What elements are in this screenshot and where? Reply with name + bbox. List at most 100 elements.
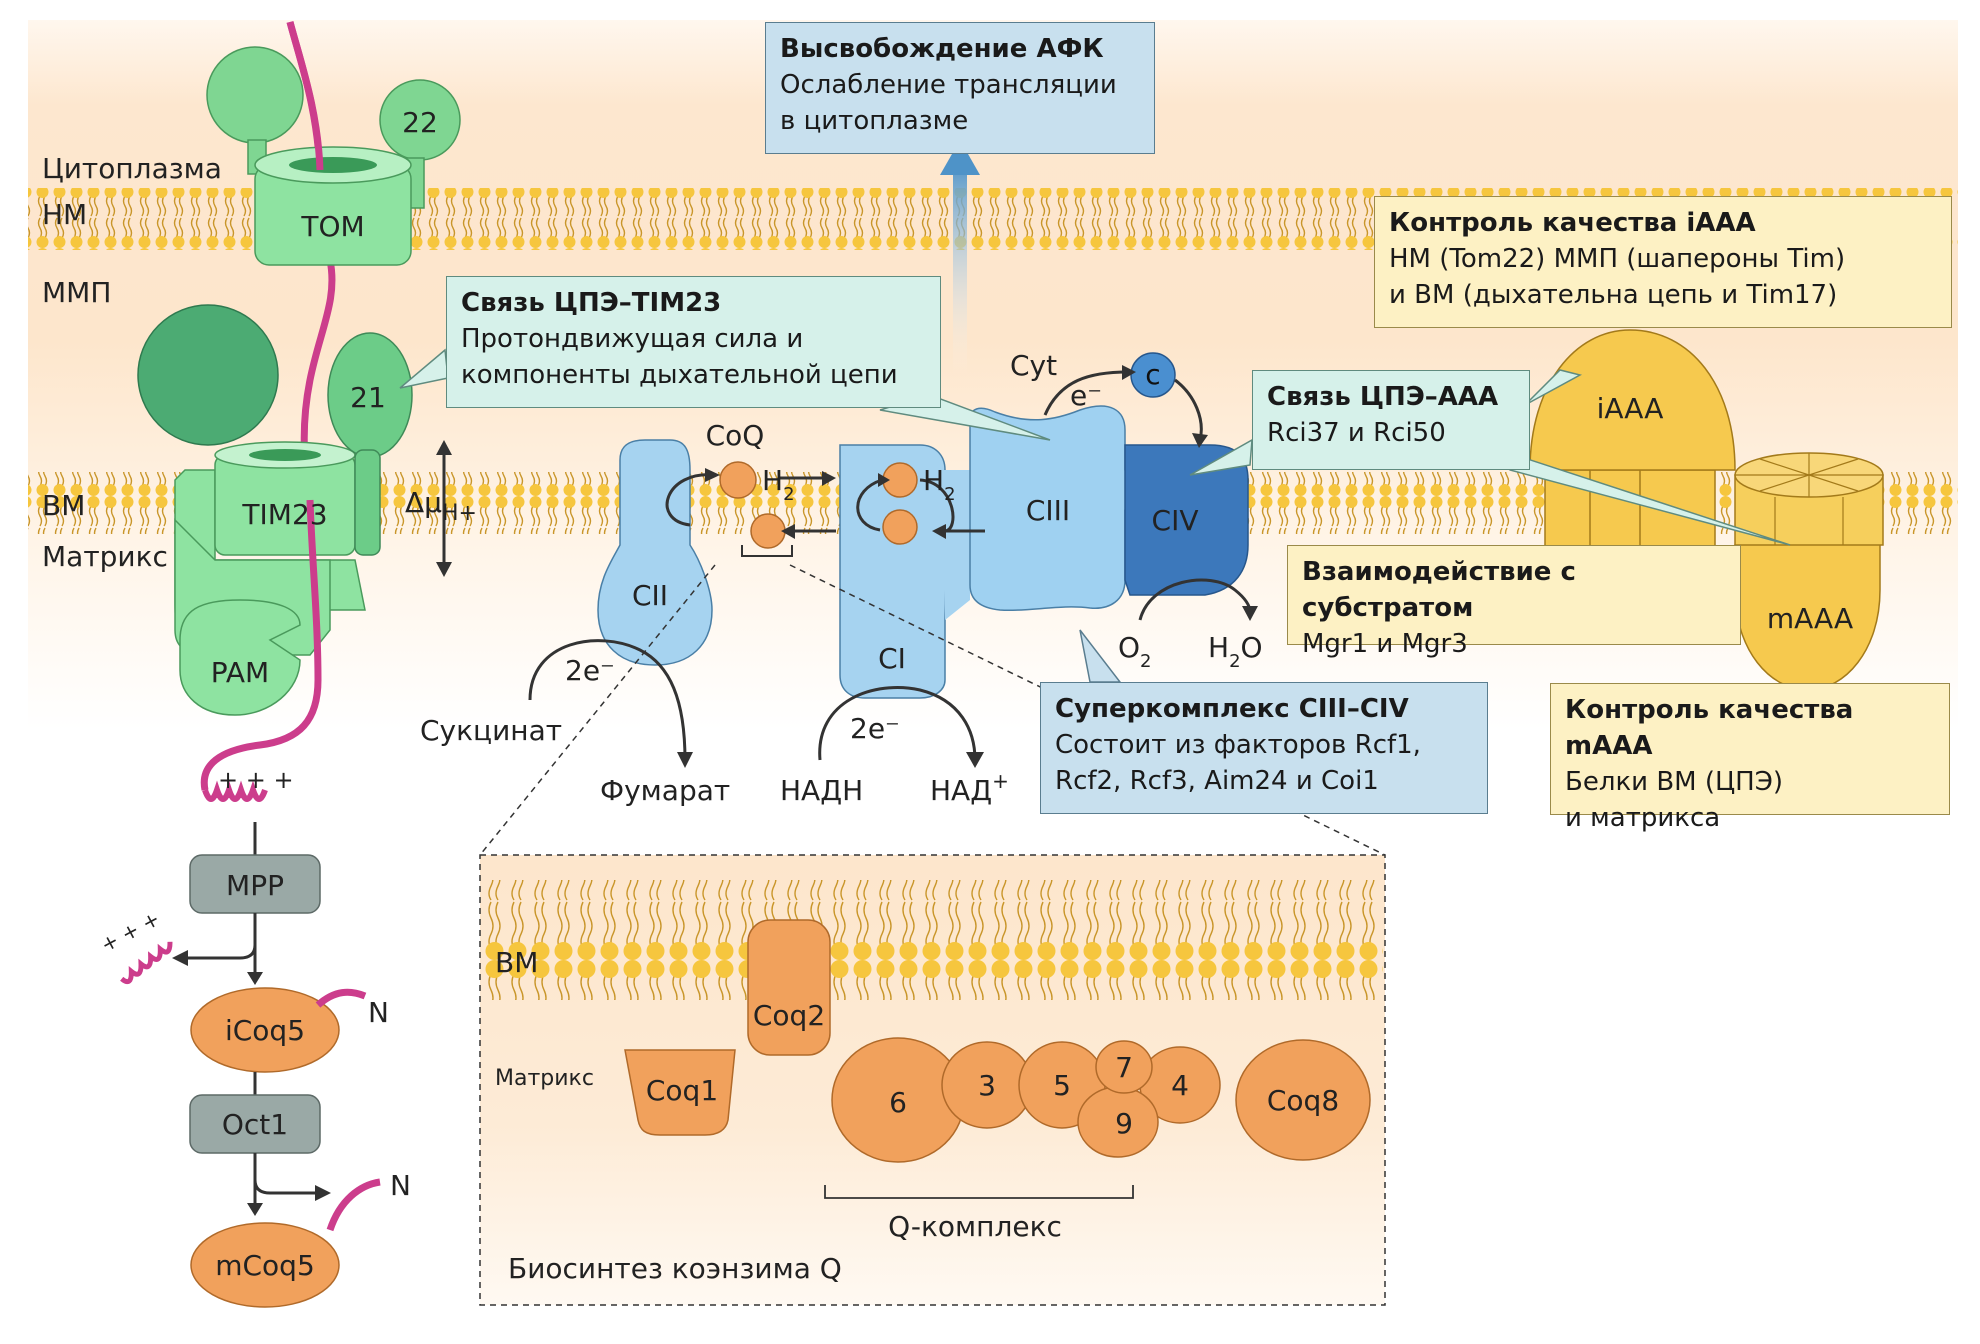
label-iaaa: iAAA bbox=[1597, 392, 1664, 425]
iaaa-qc-title: Контроль качества iAAA bbox=[1389, 208, 1756, 238]
inset-membrane bbox=[482, 880, 1383, 1000]
inset-label-coq5: 5 bbox=[1053, 1069, 1071, 1102]
maaa-qc-box: Контроль качества mAAA Белки ВМ (ЦПЭ) и … bbox=[1550, 683, 1950, 833]
tim-partner-sphere bbox=[137, 304, 279, 446]
maaa-qc-line-1: Белки ВМ (ЦПЭ) bbox=[1565, 767, 1784, 797]
label-tom22: 22 bbox=[402, 106, 438, 139]
label-pam: PAM bbox=[211, 656, 269, 689]
tim23-link-box: Связь ЦПЭ–TIM23 Протондвижущая сила и ко… bbox=[446, 276, 941, 408]
label-n1: N bbox=[368, 996, 389, 1029]
ros-release-title: Высвобождение АФК bbox=[780, 34, 1104, 64]
inset-label-qcomplex: Q-комплекс bbox=[888, 1210, 1062, 1243]
coq-reduced bbox=[719, 461, 757, 499]
substrate-box: Взаимодействие с субстратом Mgr1 и Mgr3 bbox=[1287, 545, 1741, 659]
label-cyt: Cyt bbox=[1010, 349, 1057, 382]
maaa-qc-title: Контроль качества mAAA bbox=[1565, 695, 1854, 761]
label-mpp: MPP bbox=[226, 869, 284, 902]
label-ims: ММП bbox=[42, 276, 111, 309]
supercomplex-box: Суперкомплекс CIII–CIV Состоит из фактор… bbox=[1040, 682, 1488, 814]
complex-ii bbox=[597, 439, 713, 666]
coq8-protein bbox=[1235, 1039, 1371, 1161]
iaaa-protease bbox=[1529, 329, 1736, 471]
aaa-link-line-1: Rci37 и Rci50 bbox=[1267, 418, 1446, 448]
label-h2-b: H2 bbox=[923, 464, 956, 505]
substrate-title: Взаимодействие с субстратом bbox=[1302, 557, 1576, 623]
coq7-protein bbox=[1095, 1040, 1153, 1094]
ros-release-box: Высвобождение АФК Ослабление трансляции … bbox=[765, 22, 1155, 154]
inset-label-matrix: Матрикс bbox=[495, 1066, 594, 1091]
presequence-coil bbox=[202, 780, 268, 802]
inset-label-coq8: Coq8 bbox=[1267, 1084, 1339, 1117]
coq1-protein bbox=[624, 1049, 736, 1136]
tim23-link-title: Связь ЦПЭ–TIM23 bbox=[461, 288, 722, 318]
label-o2: O2 bbox=[1118, 631, 1152, 672]
inset-caption: Биосинтез коэнзима Q bbox=[508, 1252, 842, 1285]
processing-pathway bbox=[120, 822, 381, 1308]
inset-label-coq1: Coq1 bbox=[646, 1074, 718, 1107]
substrate-line-1: Mgr1 и Mgr3 bbox=[1302, 629, 1468, 659]
complex-iv bbox=[1124, 444, 1249, 596]
iaaa-qc-box: Контроль качества iAAA НМ (Tom22) ММП (ш… bbox=[1374, 196, 1952, 328]
label-tom: TOM bbox=[300, 210, 364, 243]
label-cytoplasm: Цитоплазма bbox=[42, 152, 222, 185]
coq-q-pool bbox=[882, 509, 918, 545]
coq2-protein bbox=[747, 919, 831, 1056]
supercomplex-title: Суперкомплекс CIII–CIV bbox=[1055, 694, 1409, 724]
inset-label-coq4: 4 bbox=[1171, 1069, 1189, 1102]
complex-i bbox=[839, 444, 946, 699]
label-tim21: 21 bbox=[350, 381, 386, 414]
label-ci: CI bbox=[878, 642, 906, 675]
label-delta-mu: ΔμH+ bbox=[405, 486, 477, 526]
label-cii: CII bbox=[632, 579, 668, 612]
mcoq5-protein bbox=[190, 1222, 340, 1308]
label-om: НМ bbox=[42, 198, 87, 231]
pam-complex bbox=[179, 599, 301, 716]
coq-biosynthesis-inset bbox=[479, 854, 1386, 1306]
label-charges: + + + bbox=[218, 766, 294, 794]
maaa-qc-line-2: и матрикса bbox=[1565, 803, 1721, 833]
label-coq: CoQ bbox=[706, 419, 765, 452]
label-mcoq5: mCoq5 bbox=[215, 1249, 315, 1282]
label-c: c bbox=[1145, 358, 1160, 391]
label-icoq5: iCoq5 bbox=[225, 1014, 305, 1047]
label-im: ВМ bbox=[42, 489, 85, 522]
label-e-succinate: 2e⁻ bbox=[565, 654, 615, 687]
supercomplex-line-2: Rcf2, Rcf3, Aim24 и Coi1 bbox=[1055, 766, 1379, 796]
supercomplex-line-1: Состоит из факторов Rcf1, bbox=[1055, 730, 1421, 760]
aaa-link-box: Связь ЦПЭ–AAA Rci37 и Rci50 bbox=[1252, 370, 1530, 470]
iaaa-qc-line-1: НМ (Tom22) ММП (шапероны Tim) bbox=[1389, 244, 1846, 274]
label-h2-a: H2 bbox=[762, 464, 795, 505]
ros-release-line-1: Ослабление трансляции bbox=[780, 70, 1117, 100]
label-e-cyt: e⁻ bbox=[1070, 379, 1102, 412]
ros-arrow bbox=[940, 140, 980, 175]
label-fumarate: Фумарат bbox=[600, 774, 730, 807]
inset-label-coq3: 3 bbox=[978, 1069, 996, 1102]
import-machinery bbox=[137, 21, 461, 802]
aaa-link-title: Связь ЦПЭ–AAA bbox=[1267, 382, 1499, 412]
electron-transport-chain bbox=[528, 140, 1258, 768]
label-nadh: НАДН bbox=[780, 774, 863, 807]
label-e-nadh: 2e⁻ bbox=[850, 712, 900, 745]
coq-oxidized bbox=[750, 513, 786, 549]
label-ciii: CIII bbox=[1026, 494, 1070, 527]
label-h2o: H2O bbox=[1208, 631, 1263, 672]
tom-head-large bbox=[206, 46, 304, 144]
q-complex-bracket bbox=[824, 1185, 1134, 1199]
label-matrix: Матрикс bbox=[42, 540, 168, 573]
label-nad: НАД+ bbox=[930, 769, 1009, 807]
label-succinate: Сукцинат bbox=[420, 714, 562, 747]
inset-label-coq7: 7 bbox=[1115, 1051, 1133, 1084]
ros-release-line-2: в цитоплазме bbox=[780, 106, 969, 136]
label-oct1: Oct1 bbox=[222, 1108, 288, 1141]
icoq5-protein bbox=[190, 987, 340, 1073]
cytochrome-c bbox=[1130, 352, 1176, 398]
inset-label-coq2: Coq2 bbox=[753, 999, 825, 1032]
inset-label-coq9: 9 bbox=[1115, 1107, 1133, 1140]
label-cleaved-charges: + + + bbox=[97, 906, 164, 957]
inset-label-im: ВМ bbox=[495, 946, 538, 979]
inset-label-coq6: 6 bbox=[889, 1086, 907, 1119]
tim23-link-line-2: компоненты дыхательной цепи bbox=[461, 360, 898, 390]
label-tim23: TIM23 bbox=[241, 498, 327, 531]
label-maaa: mAAA bbox=[1767, 602, 1853, 635]
